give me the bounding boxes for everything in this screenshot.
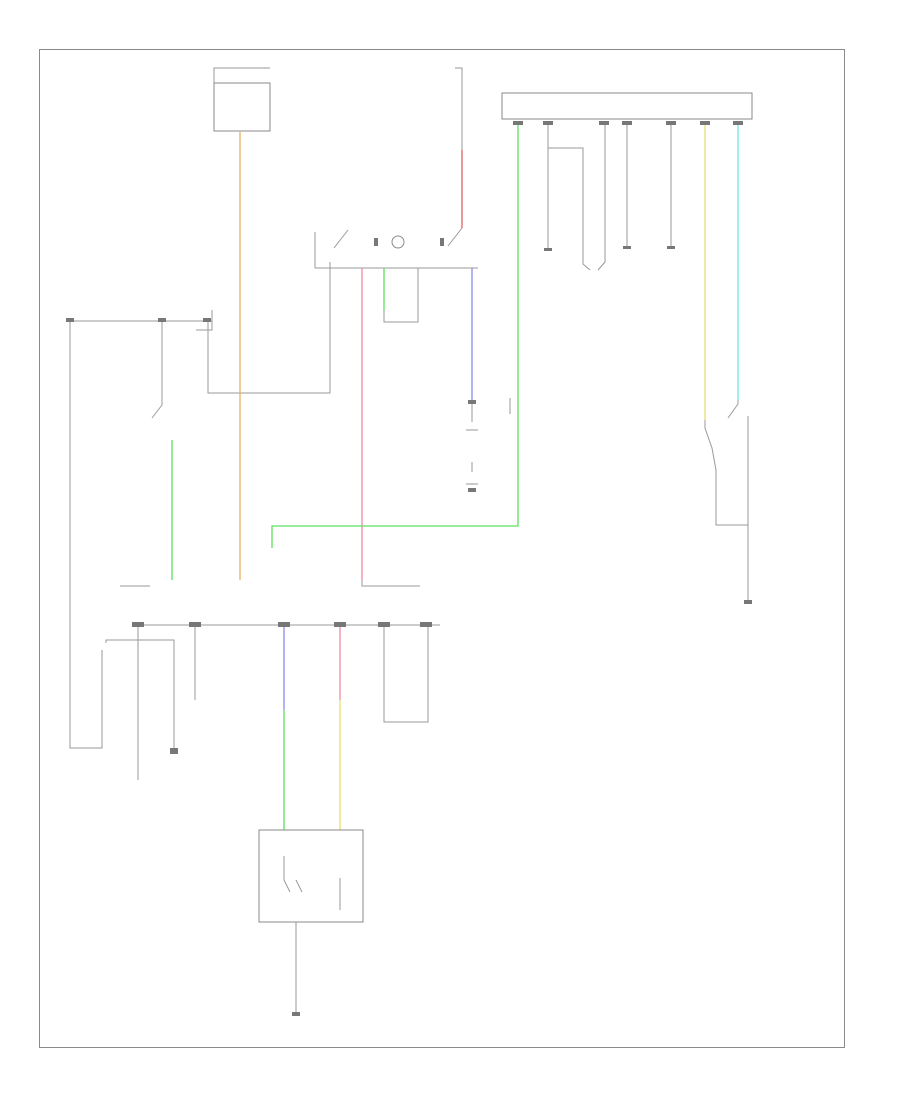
switch-right-upper [727, 400, 739, 419]
term-blue-switch [468, 400, 476, 404]
relay-loop [383, 268, 419, 323]
wire-left-2 [151, 322, 163, 419]
junction-terminals [132, 622, 432, 627]
ground-symbol-right [744, 600, 752, 604]
ground-blue-switch [468, 488, 476, 492]
ecu-terminals [513, 121, 743, 125]
wire-blue-switch-down [466, 404, 478, 485]
ecu-wire-4 [597, 125, 606, 271]
fuse-left-bracket [196, 310, 213, 331]
term-ecu-5 [623, 246, 631, 249]
diagram-frame [39, 49, 845, 1048]
fuse-left-term-3 [203, 318, 211, 322]
wire-left-3 [207, 262, 331, 394]
relay-term-2 [440, 238, 444, 246]
term-ecu-6 [667, 246, 675, 249]
switch-box-bottom [258, 829, 364, 923]
switch-bottom-1 [283, 856, 291, 893]
ecu-box-top-right [501, 92, 753, 120]
junction-left-link [105, 639, 175, 650]
switch-right-lower [704, 420, 717, 471]
fuse-box-top-left-lead [213, 67, 270, 83]
switch-bottom-2 [295, 879, 303, 893]
relay-switch-2 [447, 227, 463, 247]
fuse-box-top-left [213, 82, 271, 132]
ground-symbol-bottom [292, 1012, 300, 1016]
ecu-wire-3 [548, 147, 591, 271]
wire-left-1 [69, 322, 103, 749]
wire-green-long [271, 125, 519, 548]
term-junction-ground [170, 748, 178, 754]
wire-pink-tap [361, 580, 420, 587]
ground-symbol-ecu [544, 248, 552, 251]
junction-loop-bottom [383, 627, 429, 723]
fuse-left-term-1 [66, 318, 74, 322]
fuse-feed-center [455, 67, 463, 150]
wire-right-upper-down [715, 416, 749, 526]
relay-coil-symbol [391, 235, 405, 249]
relay-switch-1 [333, 229, 349, 249]
fuse-left-term-2 [158, 318, 166, 322]
relay-term-1 [374, 238, 378, 246]
